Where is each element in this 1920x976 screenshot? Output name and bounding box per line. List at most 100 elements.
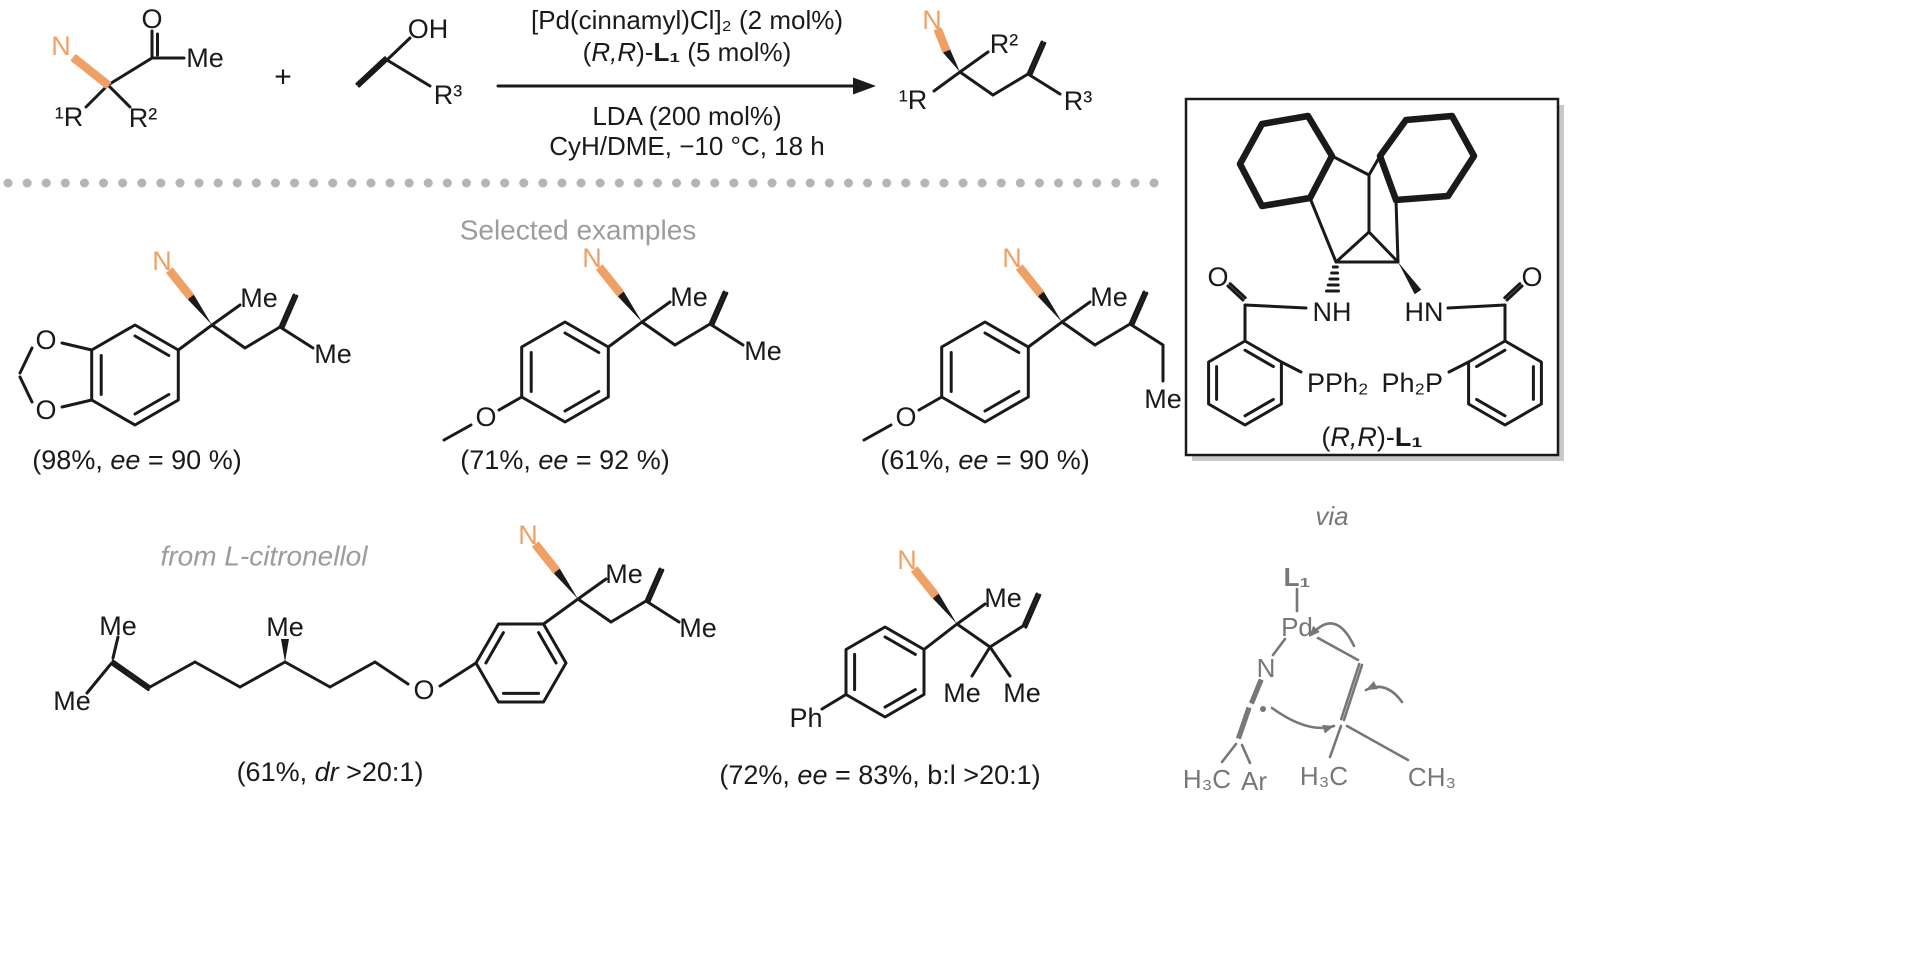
conditions-line-1: [Pd(cinnamyl)Cl]₂ (2 mol%) <box>531 5 843 35</box>
nitrogen-label: N <box>1002 243 1022 273</box>
methyl-label: Me <box>679 613 717 643</box>
nitrogen-label: N <box>518 520 538 550</box>
reaction-arrow: [Pd(cinnamyl)Cl]₂ (2 mol%) (R,R)-L₁ (5 m… <box>496 5 876 161</box>
arrowhead <box>1366 681 1378 690</box>
alkene-double-bond <box>1026 40 1047 77</box>
curved-arrow <box>1270 706 1336 730</box>
example-caption: (61%, dr >20:1) <box>237 757 424 787</box>
nitrogen-label: N <box>1257 653 1276 683</box>
aryl-label: Ar <box>1241 766 1267 796</box>
allyl-double-bond <box>644 567 665 604</box>
lone-pair-dot <box>1260 706 1266 712</box>
r1-label: ¹R <box>55 102 84 132</box>
benzene-ring <box>474 622 568 704</box>
hydroxyl-label: OH <box>408 14 449 44</box>
methyl-label: Me <box>1003 678 1041 708</box>
phenyl-ring-right <box>1467 339 1543 427</box>
wedge-bond <box>942 47 960 72</box>
caption-post: = 90 %) <box>140 445 241 475</box>
alkene-double-bond <box>278 293 299 330</box>
substrate-ketonitrile: N O Me ¹R R² <box>51 4 224 133</box>
skeleton-bonds <box>84 56 186 109</box>
r3-label: R³ <box>1064 86 1093 116</box>
bicyclic-bridge-bonds <box>1308 154 1400 264</box>
ligand-l1-label: L₁ <box>1284 562 1311 592</box>
nitrogen-label: N <box>922 5 942 35</box>
trisubstituted-alkene-double-bond <box>109 659 152 691</box>
methyl-label: Me <box>99 611 137 641</box>
oxygen-label: O <box>35 395 56 425</box>
wedge-bond <box>1036 290 1062 322</box>
aromatic-double-bonds <box>484 631 558 695</box>
cond2-rest: (5 mol%) <box>680 37 791 67</box>
r2-label: R² <box>129 103 158 133</box>
phenyl-ring-left <box>1207 339 1283 427</box>
amide-hn-label: HN <box>1405 297 1444 327</box>
methyl-label: H₃C <box>1300 761 1348 791</box>
caption-l1: L₁ <box>1395 422 1423 452</box>
skeleton-bonds <box>176 303 315 352</box>
ligand-caption: (R,R)-L₁ <box>1321 422 1422 452</box>
caption-pre: (72%, <box>719 760 797 790</box>
nitrogen-label: N <box>582 243 602 273</box>
cond2-open: ( <box>583 37 592 67</box>
skeleton-bonds <box>85 577 681 695</box>
caption-rr: R,R <box>1330 422 1377 452</box>
oxygen-label: O <box>141 4 162 34</box>
conditions-line-2: (R,R)-L₁ (5 mol%) <box>583 37 792 67</box>
caption-italic: ee <box>958 445 988 475</box>
caption-italic: ee <box>110 445 140 475</box>
selected-examples-title: Selected examples <box>460 215 697 246</box>
box-border <box>1184 97 1560 457</box>
aromatic-double-bonds <box>529 331 601 413</box>
skeleton-bonds <box>932 50 1062 97</box>
alkene-double-bond <box>1339 662 1364 722</box>
example-pmp-methyl: N O Me Me (71%, ee = 92 %) <box>442 243 782 475</box>
caption-post: = 83%, b:l >20:1) <box>827 760 1040 790</box>
carbonyl-double-bond <box>1226 282 1247 302</box>
benzene-ring <box>520 320 610 424</box>
vinyl-double-bond <box>1021 592 1042 629</box>
example-pmp-ethyl: N O Me Me (61%, ee = 90 %) <box>862 243 1182 475</box>
example-caption: (72%, ee = 83%, b:l >20:1) <box>719 760 1040 790</box>
carbonyl-double-bond <box>1503 282 1524 302</box>
methyl-label: H₃C <box>1183 764 1231 794</box>
r3-label: R³ <box>434 80 463 110</box>
methyl-label: Me <box>744 336 782 366</box>
example-caption: (61%, ee = 90 %) <box>880 445 1089 475</box>
plus-sign: + <box>274 61 292 94</box>
oxygen-label: O <box>1207 262 1228 292</box>
caption-close: )- <box>1377 422 1395 452</box>
alkene-double-bond <box>1128 290 1149 327</box>
nitrile-triple-bond <box>532 541 560 574</box>
caption-pre: (71%, <box>460 445 538 475</box>
mechanism-labels: via L₁ Pd N H₃C Ar H₃C CH₃ <box>1183 501 1456 796</box>
cond2-ligand: L₁ <box>653 37 680 67</box>
wedge-bond <box>616 290 642 322</box>
nitrile-triple-bond <box>70 54 112 89</box>
oxygen-label: O <box>1521 262 1542 292</box>
r1-label: ¹R <box>899 85 928 115</box>
via-label: via <box>1315 501 1348 531</box>
nitrile-triple-bond <box>166 267 194 300</box>
oxygen-label: O <box>895 402 916 432</box>
caption-pre: (61%, <box>880 445 958 475</box>
methyl-label: CH₃ <box>1408 762 1456 792</box>
alkene-double-bond <box>708 290 729 327</box>
caption-post: = 92 %) <box>568 445 669 475</box>
skeleton-bonds <box>820 602 1025 711</box>
citronellol-example: from L-citronellol Me Me Me O N Me Me (6… <box>53 520 717 787</box>
alkene-double-bond <box>355 56 389 88</box>
caption-post: >20:1) <box>339 757 424 787</box>
conditions-line-4: CyH/DME, −10 °C, 18 h <box>549 131 825 161</box>
caption-pre: (61%, <box>237 757 315 787</box>
methyl-label: Me <box>943 678 981 708</box>
methyl-label: Me <box>1144 384 1182 414</box>
methyl-label: Me <box>186 43 224 73</box>
methyl-label: Me <box>53 686 91 716</box>
ligand-box: O O NH HN PPh₂ Ph₂P (R,R)-L₁ <box>1184 97 1564 461</box>
methyl-label: Me <box>266 612 304 642</box>
aromatic-double-bonds <box>1215 348 1275 418</box>
wedge-bond <box>1398 262 1422 295</box>
mechanism: via L₁ Pd N H₃C Ar H₃C CH₃ <box>1183 501 1456 796</box>
